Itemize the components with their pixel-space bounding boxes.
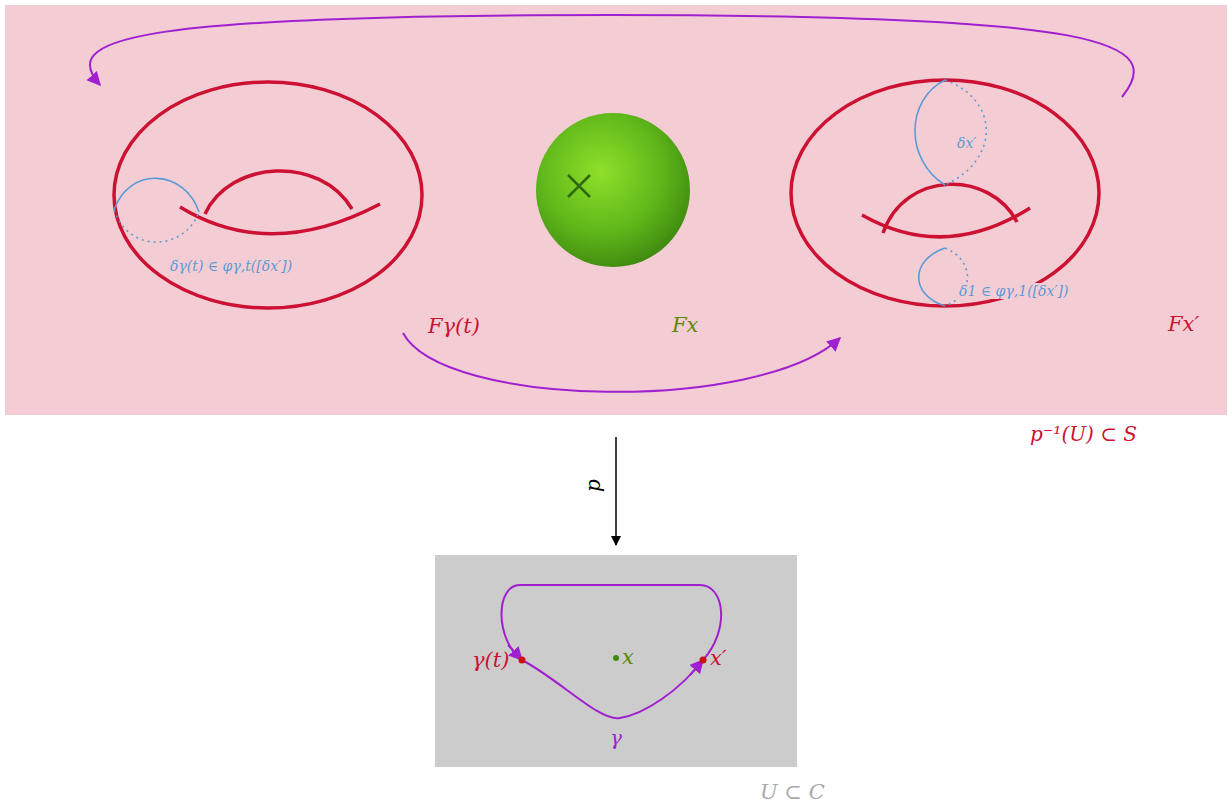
singular-point-cross	[568, 175, 590, 197]
point-gamma-t	[519, 657, 526, 664]
monodromy-arrow	[90, 15, 1134, 97]
region-label: U ⊂ C	[760, 780, 825, 804]
fiber-label: Fx	[672, 313, 698, 337]
sphere-fiber: Fx	[535, 112, 691, 268]
torus-left	[114, 82, 422, 308]
fibration-region: p⁻¹(U) ⊂ Sδγ(t) ∈ φγ,t([δx′])Fγ(t)Fxδx′δ…	[5, 5, 1227, 415]
loop-gamma	[501, 585, 721, 718]
monodromy-arrow	[403, 333, 840, 392]
edge-label: p	[582, 479, 605, 492]
fiber-label: Fγ(t)	[428, 314, 480, 338]
cycle-left	[114, 178, 199, 242]
cycle-label: δx′	[955, 135, 979, 151]
fiber-label: Fx′	[1168, 312, 1199, 336]
torus-fiber: δγ(t) ∈ φγ,t([δx′])Fγ(t)	[113, 80, 425, 310]
fibration-region	[5, 5, 1227, 415]
projection-arrow	[615, 437, 617, 545]
path-label: γ	[610, 727, 622, 750]
cycles-right	[915, 80, 986, 306]
torus-fiber: δx′δ1 ∈ φγ,1([δx′])Fx′	[790, 80, 1102, 310]
point-x-prime	[700, 657, 707, 664]
base-region: γ(t)xx′γU ⊂ C	[435, 555, 797, 767]
cycle-label: δγ(t) ∈ φγ,t([δx′])	[168, 258, 294, 274]
point-label: γ(t)	[472, 648, 509, 672]
torus-right	[791, 80, 1099, 306]
point-x	[613, 655, 619, 661]
point-label: x′	[710, 646, 727, 670]
region-label: p⁻¹(U) ⊂ S	[1030, 423, 1137, 446]
base-region	[435, 555, 797, 767]
cycle-label: δ1 ∈ φγ,1([δx′])	[957, 283, 1070, 299]
singular-fiber-sphere	[536, 113, 690, 267]
point-label: x	[622, 645, 634, 669]
